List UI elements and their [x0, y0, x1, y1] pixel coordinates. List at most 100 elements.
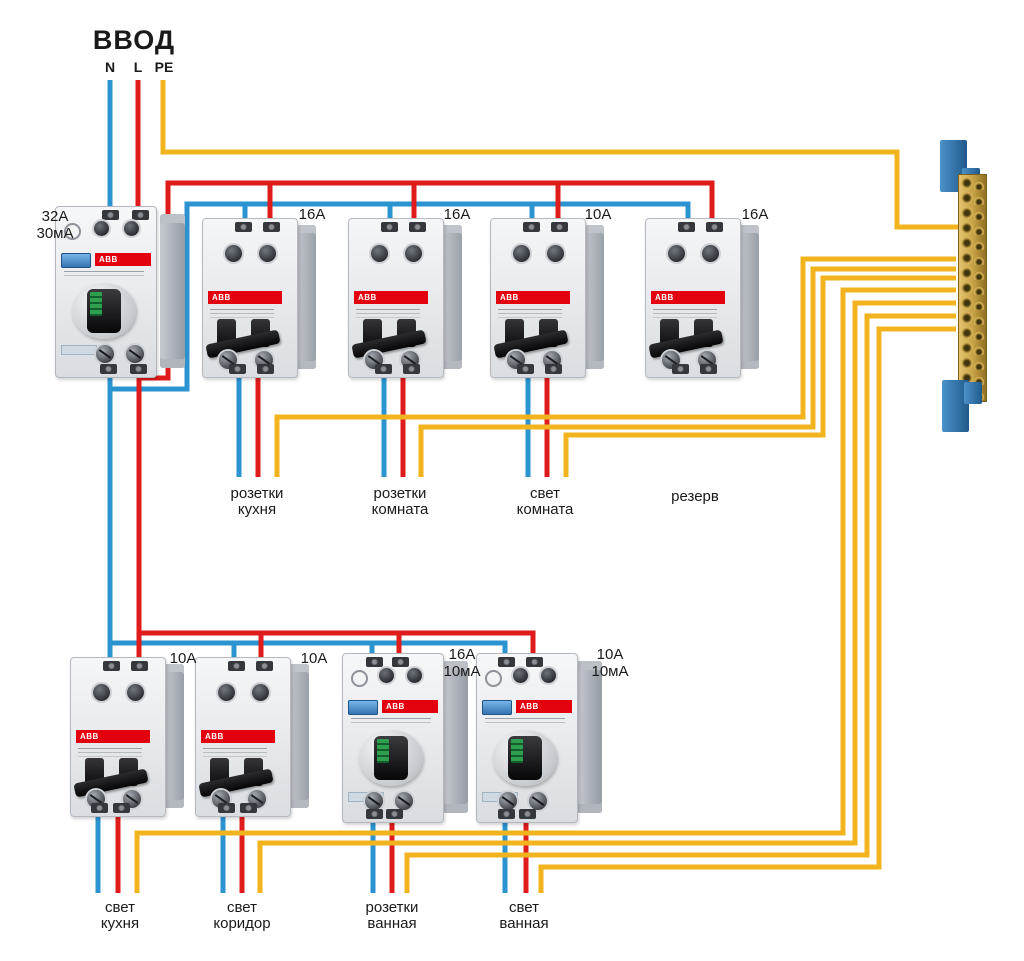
indicator-window [377, 739, 389, 763]
wire-pe-c2 [418, 266, 956, 477]
screw-hole [379, 668, 394, 683]
abb-logo: ABB [651, 291, 725, 304]
breaker-front: ABB [348, 218, 444, 378]
screw-hole [252, 684, 269, 701]
wire-pe-c7 [538, 326, 956, 893]
dial-mark [64, 223, 81, 240]
rating-top-2: 16A [443, 206, 471, 223]
circuit-line1: свет [508, 899, 539, 916]
print-lines [498, 309, 562, 310]
circuit-line2: кухня [237, 501, 277, 518]
print-lines [78, 748, 142, 749]
bus-brass-bar [958, 174, 987, 402]
terminal-slot [103, 661, 120, 671]
abb-logo: ABB [208, 291, 282, 304]
circuit-label-light-bathroom: свет ванная [499, 900, 548, 932]
terminal-slot [706, 222, 723, 232]
screw-hole [127, 684, 144, 701]
test-button[interactable] [348, 700, 378, 715]
dial-mark [351, 670, 368, 687]
abb-logo: ABB [95, 253, 151, 266]
breaker-front: ABB [202, 218, 298, 378]
abb-logo: ABB [76, 730, 150, 743]
abb-logo: ABB [516, 700, 572, 713]
terminal-slot [498, 657, 515, 667]
abb-logo: ABB [354, 291, 428, 304]
circuit-line1: свет [104, 899, 136, 916]
screw-hole [513, 668, 528, 683]
screw-hole [541, 668, 556, 683]
screw-hole [94, 221, 109, 236]
breaker-front: ABB [70, 657, 166, 817]
print-lines [64, 271, 144, 272]
screw-hole [668, 245, 685, 262]
print-lines [485, 718, 565, 719]
din-side [443, 661, 468, 813]
terminal-slot [263, 222, 280, 232]
line-wires [115, 80, 715, 893]
terminal-slot [381, 222, 398, 232]
circuit-line2: ванная [367, 915, 417, 932]
terminal-slot [403, 364, 420, 374]
terminal-slot [551, 222, 568, 232]
rating-bottom-1: 10A [169, 650, 197, 667]
terminal-slot [526, 657, 543, 667]
terminal-slot [130, 364, 147, 374]
breaker-front: ABB [490, 218, 586, 378]
rotary-knob[interactable] [72, 283, 136, 339]
terminal-label-pe: PE [154, 59, 174, 75]
terminal-slot [523, 222, 540, 232]
breaker-front: ABB [645, 218, 741, 378]
abb-logo: ABB [382, 700, 438, 713]
rotary-knob[interactable] [359, 730, 423, 786]
terminal-slot [375, 364, 392, 374]
rating-top-4: 16A [741, 206, 769, 223]
circuit-label-sockets-kitchen: розетки кухня [231, 486, 284, 518]
abb-logo: ABB [496, 291, 570, 304]
screw [529, 792, 547, 810]
terminal-slot [131, 661, 148, 671]
breaker-light-corridor: ABB [195, 657, 309, 817]
test-button[interactable] [482, 700, 512, 715]
screw [126, 345, 144, 363]
rotary-knob[interactable] [493, 730, 557, 786]
screw-hole [513, 245, 530, 262]
pe-bus-bar [936, 140, 994, 432]
indicator-window [511, 739, 523, 763]
screw [96, 345, 114, 363]
terminal-slot [498, 809, 515, 819]
screw-hole [93, 684, 110, 701]
terminal-slot [229, 364, 246, 374]
circuit-label-reserve: резерв [671, 489, 719, 505]
terminal-slot [366, 809, 383, 819]
terminal-slot [102, 210, 119, 220]
terminal-slot [218, 803, 235, 813]
terminal-slot [257, 364, 274, 374]
wire-l-top-bus [139, 180, 715, 381]
din-side [160, 214, 185, 368]
terminal-slot [113, 803, 130, 813]
breaker-light-room: ABB [490, 218, 604, 378]
abb-logo: ABB [201, 730, 275, 743]
circuit-line2: кухня [100, 915, 140, 932]
terminal-slot [672, 364, 689, 374]
pe-wires [134, 80, 958, 893]
terminal-slot [517, 364, 534, 374]
terminal-slot [386, 809, 403, 819]
print-lines [210, 309, 274, 310]
circuit-label-light-corridor: свет коридор [213, 900, 270, 932]
circuit-label-light-room: свет комната [517, 486, 574, 518]
circuit-line2: комната [516, 501, 574, 518]
print-lines [356, 309, 420, 310]
test-button[interactable] [61, 253, 91, 268]
circuit-label-sockets-bathroom: розетки ванная [366, 900, 419, 932]
bracket-arm [964, 382, 982, 404]
screw-hole [371, 245, 388, 262]
screw-hole [124, 221, 139, 236]
din-side [577, 661, 602, 813]
circuit-label-sockets-room: розетки комната [372, 486, 429, 518]
screw-hole [547, 245, 564, 262]
rating-leakage: 10мА [591, 663, 629, 680]
screw [395, 792, 413, 810]
